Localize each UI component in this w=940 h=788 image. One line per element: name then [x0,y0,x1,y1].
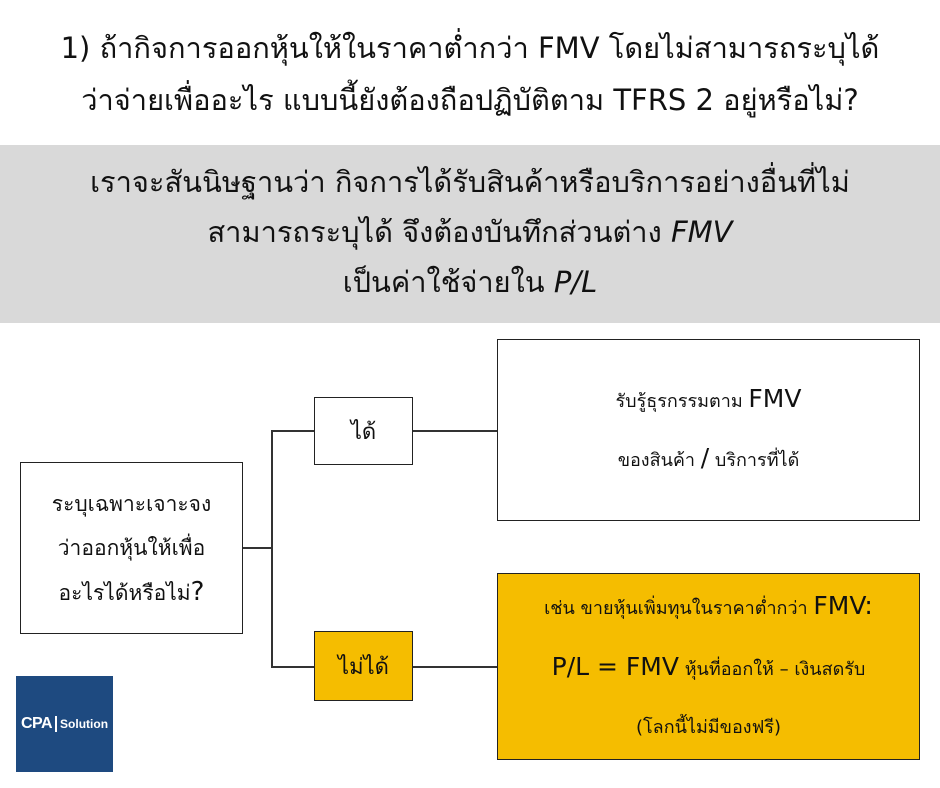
no-branch-box: ไม่ได้ [314,631,413,701]
answer-line-2-italic: FMV [670,215,733,249]
connector-question-out [243,547,272,549]
yes-label: ได้ [350,419,377,445]
yes-result-line-2-text-1: ของสินค้า [617,450,701,471]
no-result-line-3: (โลกนี้ไม่มีของฟรี) [635,716,782,738]
logo-separator [55,716,58,732]
no-result-box: เช่น ขายหุ้นเพิ่มทุนในราคาต่ำกว่า FMV: P… [497,573,920,760]
logo-solution: Solution [60,717,109,731]
connector-no-to-result [413,666,497,668]
connector-to-yes [271,430,314,432]
title-line-1: 1) ถ้ากิจการออกหุ้นให้ในราคาต่ำกว่า FMV … [60,31,880,65]
no-result-line-1: เช่น ขายหุ้นเพิ่มทุนในราคาต่ำกว่า FMV: [544,577,873,638]
connector-yes-to-result [413,430,497,432]
no-result-line-2-text: หุ้นที่ออกให้ – เงินสดรับ [678,658,866,680]
question-box: ระบุเฉพาะเจาะจง ว่าออกหุ้นให้เพื่อ อะไรไ… [20,462,243,634]
question-line-1: ระบุเฉพาะเจาะจง [51,491,212,516]
question-line-3: อะไรได้หรือไม่? [59,570,205,615]
title-line-2: ว่าจ่ายเพื่ออะไร แบบนี้ยังต้องถือปฏิบัติ… [81,83,859,117]
answer-banner: เราจะสันนิษฐานว่า กิจการได้รับสินค้าหรือ… [0,145,940,323]
connector-vertical [271,430,273,667]
cpa-solution-logo: CPA Solution [16,676,113,772]
logo-cpa: CPA [20,715,53,732]
yes-result-line-1: รับรู้ธุรกรรมตาม FMV [616,371,802,430]
no-result-line-1-text: เช่น ขายหุ้นเพิ่มทุนในราคาต่ำกว่า [544,597,814,619]
answer-line-3: เป็นค่าใช้จ่ายใน P/L [0,257,940,307]
question-line-3-text: อะไรได้หรือไม่ [58,580,191,605]
no-result-line-2: P/L = FMV หุ้นที่ออกให้ – เงินสดรับ [552,638,866,699]
yes-result-line-1-text: รับรู้ธุรกรรมตาม [615,391,749,412]
yes-result-line-2-text-2: บริการที่ได้ [709,450,800,471]
question-title: 1) ถ้ากิจการออกหุ้นให้ในราคาต่ำกว่า FMV … [0,22,940,126]
question-mark: ? [190,576,205,607]
no-result-formula: P/L = FMV [551,651,679,681]
answer-line-1: เราจะสันนิษฐานว่า กิจการได้รับสินค้าหรือ… [90,165,850,199]
connector-to-no [271,666,314,668]
yes-result-fmv: FMV [748,384,802,413]
yes-result-slash: / [700,443,710,472]
yes-result-box: รับรู้ธุรกรรมตาม FMV ของสินค้า / บริการท… [497,339,920,521]
yes-result-line-2: ของสินค้า / บริการที่ได้ [618,430,800,489]
answer-line-3-text: เป็นค่าใช้จ่ายใน [342,265,554,299]
no-result-fmv: FMV: [813,590,873,620]
yes-branch-box: ได้ [314,397,413,465]
answer-line-2-text: สามารถระบุได้ จึงต้องบันทึกส่วนต่าง [207,215,671,249]
answer-line-3-italic: P/L [553,265,598,299]
answer-line-2: สามารถระบุได้ จึงต้องบันทึกส่วนต่าง FMV [0,207,940,257]
question-line-2: ว่าออกหุ้นให้เพื่อ [57,535,206,560]
no-label: ไม่ได้ [338,654,389,680]
